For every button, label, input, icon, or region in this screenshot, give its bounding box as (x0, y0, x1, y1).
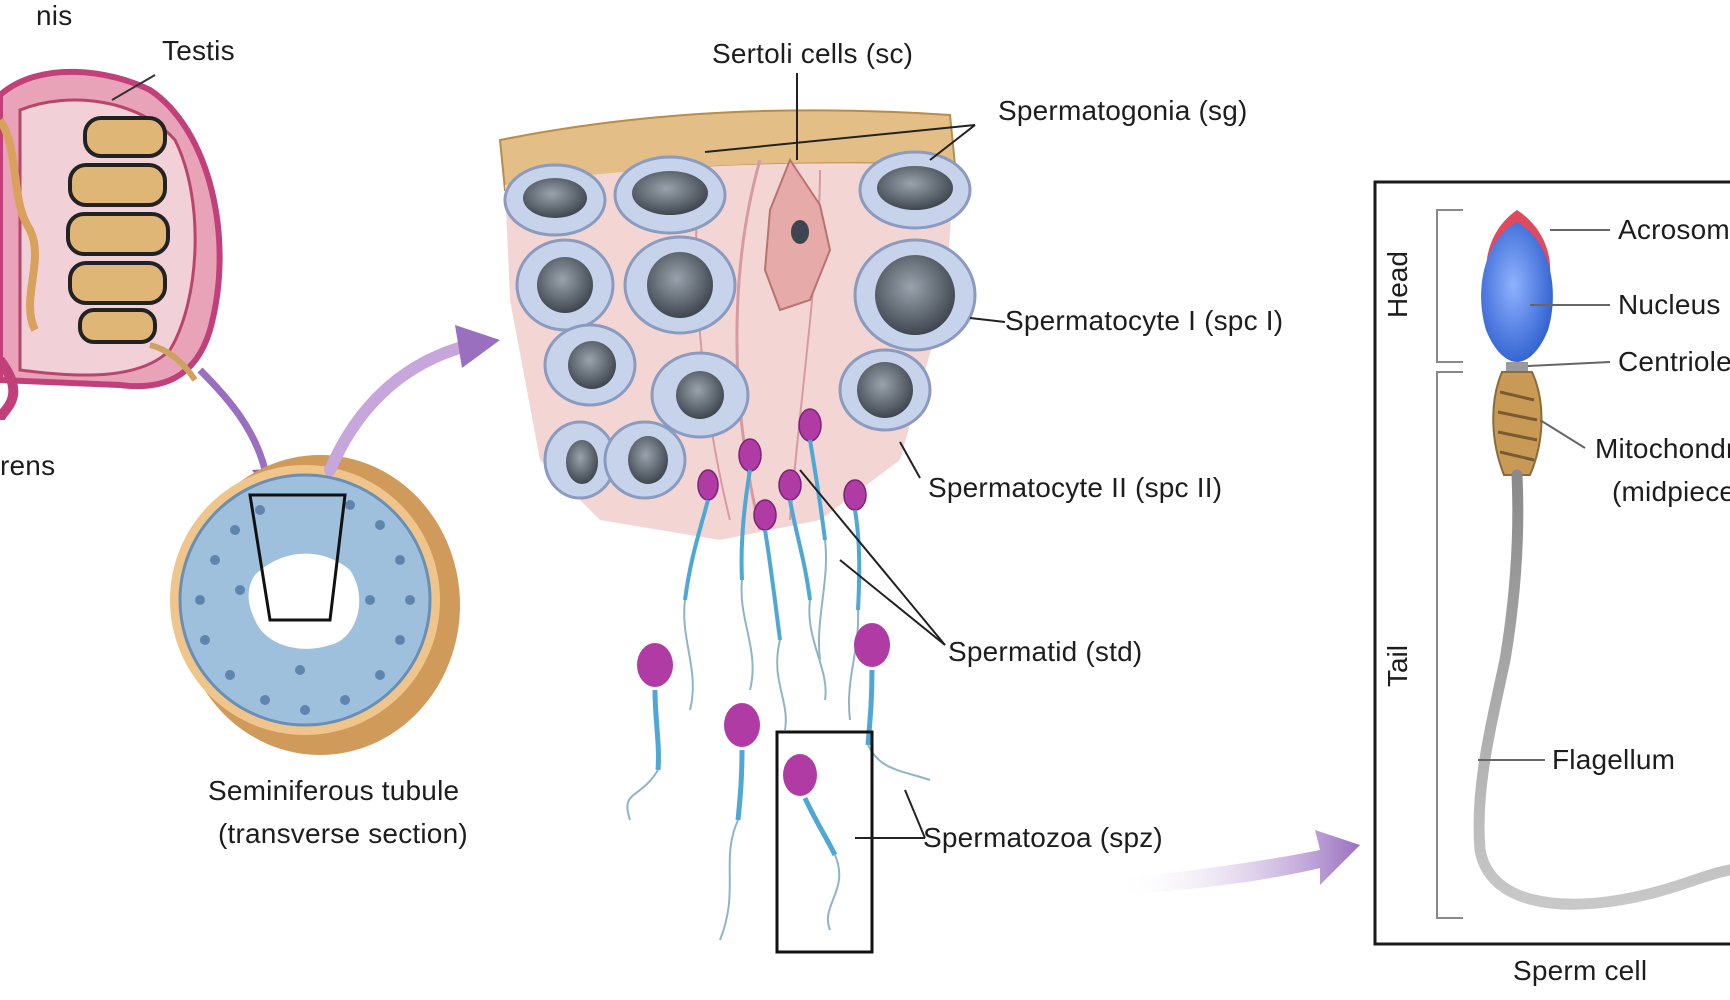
nucleus-label: Nucleus (1618, 289, 1721, 320)
sperm-cell-panel (1373, 180, 1730, 946)
flagellum-label: Flagellum (1552, 744, 1676, 775)
mitochondria-label: Mitochondria (1595, 433, 1730, 464)
centriole-shape (1506, 362, 1528, 372)
epithelium-illustration (498, 109, 977, 731)
vas-deferens-label: rens (0, 450, 56, 481)
seminiferous-label-line2: (transverse section) (218, 818, 468, 849)
spermatocyte-1-label: Spermatocyte I (spc I) (1005, 305, 1284, 336)
seminiferous-label-line1: Seminiferous tubule (208, 775, 460, 806)
leader-lines (704, 73, 1006, 839)
flagellum-shape (1473, 469, 1730, 910)
spermatozoa-illustration (626, 623, 931, 954)
testis-illustration (0, 68, 223, 422)
arrow-testis-to-tubule (197, 367, 269, 471)
spermatozoa-label: Spermatozoa (spz) (923, 822, 1163, 853)
testis-label: Testis (162, 35, 235, 66)
sertoli-label: Sertoli cells (sc) (712, 38, 914, 69)
head-label: Head (1382, 251, 1413, 318)
arrowhead-tubule-to-tissue (455, 325, 500, 368)
spermatogonia-label: Spermatogonia (sg) (998, 95, 1248, 126)
epididymis-label: nis (36, 0, 73, 31)
seminiferous-tubule-section (170, 455, 460, 755)
arrow-to-sperm-cell (1115, 830, 1360, 895)
nucleus-shape (1481, 222, 1553, 362)
arrow-tubule-to-tissue (324, 339, 476, 476)
spermatozoon-highlight-box (775, 730, 874, 954)
head-bracket (1436, 209, 1463, 363)
acrosome-label: Acrosome (1618, 214, 1730, 245)
centriole-label: Centriole (1618, 346, 1730, 377)
spermatid-label: Spermatid (std) (948, 636, 1143, 667)
sperm-cell-title: Sperm cell (1513, 955, 1648, 986)
spermatocyte-2-label: Spermatocyte II (spc II) (928, 472, 1223, 503)
midpiece-label: (midpiece) (1612, 476, 1730, 507)
midpiece-shape (1492, 371, 1543, 476)
tail-bracket (1436, 371, 1463, 919)
tail-label: Tail (1382, 645, 1413, 688)
